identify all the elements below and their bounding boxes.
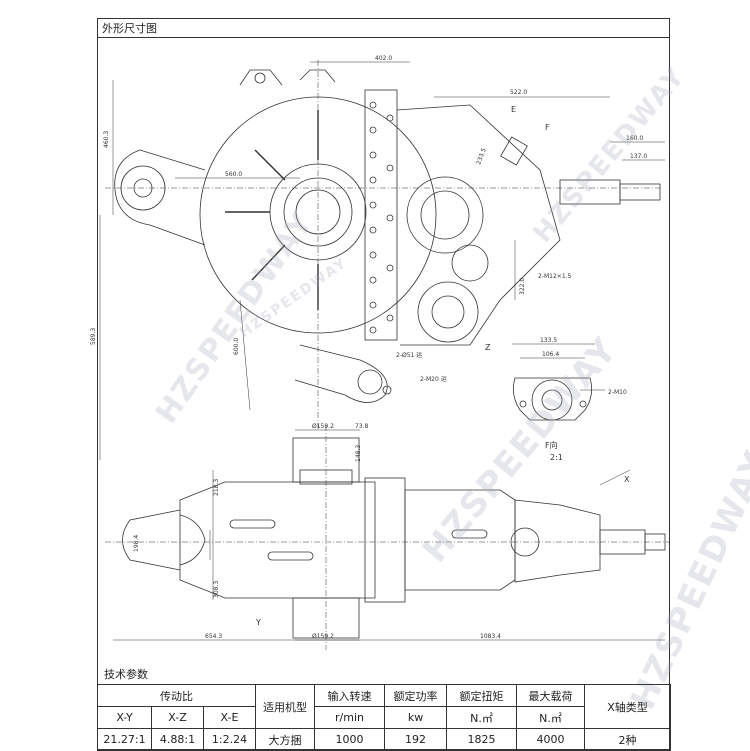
side-dims: [105, 425, 670, 650]
value-model: 大方捆: [255, 728, 316, 751]
drawing-title: 外形尺寸图: [102, 22, 157, 35]
slot-1: [229, 519, 276, 529]
lower-arm: [294, 344, 388, 403]
side-left-fork: [179, 514, 206, 566]
callout-z: Z: [485, 343, 491, 352]
dim-137: 137.0: [630, 153, 647, 160]
top-lug: [239, 69, 283, 86]
header-xe: X-E: [202, 706, 257, 729]
header-xy: X-Y: [97, 706, 152, 729]
mid-gear: [451, 244, 489, 282]
dim-738: 73.8: [355, 423, 369, 430]
dim-2183: 218.3: [213, 479, 220, 496]
output-bore-z: [431, 295, 465, 329]
specs-table: 传动比 适用机型 输入转速 额定功率 额定扭矩 最大载荷 X轴类型 X-Y X-…: [96, 684, 672, 751]
dim-1083: 1083.4: [480, 633, 501, 640]
output-flange-z: [417, 281, 479, 343]
dim-1592-bottom: Ø159.2: [312, 633, 334, 640]
value-speed: 1000: [314, 728, 386, 751]
dim-3083: 308.3: [213, 581, 220, 598]
dim-589: 589.3: [90, 328, 97, 345]
value-torque: 1825: [446, 728, 518, 751]
value-x-type: 2种: [584, 728, 672, 751]
value-power: 192: [384, 728, 448, 751]
unit-max-load: N.㎡: [516, 706, 586, 729]
dim-1335: 133.5: [540, 337, 557, 344]
value-xe: 1:2.24: [202, 728, 257, 751]
dim-233: 233.5: [475, 147, 488, 166]
dim-322: 322.0: [519, 278, 526, 295]
dim-160: 160.0: [626, 135, 643, 142]
slot-2: [267, 551, 314, 561]
side-dim-labels: Ø159.2 Ø159.2 654.3 1083.4 148.3 308.3 2…: [133, 423, 630, 640]
value-max-load: 4000: [516, 728, 586, 751]
dim-1984: 198.4: [133, 535, 140, 552]
flange-bolts: [369, 101, 394, 334]
dim-654: 654.3: [205, 633, 222, 640]
unit-speed: r/min: [314, 706, 386, 729]
top-dims: [99, 60, 665, 460]
value-xy: 21.27:1: [97, 728, 152, 751]
header-power: 额定功率: [384, 684, 448, 707]
callout-x: X: [624, 475, 630, 484]
dim-2m12: 2-M12×1.5: [538, 273, 572, 280]
dim-1064: 106.4: [542, 351, 559, 358]
side-left-arm: [122, 509, 181, 571]
header-x-type: X轴类型: [584, 684, 672, 729]
dim-560: 560.0: [225, 171, 242, 178]
dim-2m10: 2-M10: [608, 389, 627, 396]
f-flange-bore: [541, 389, 563, 411]
title-bar: 外形尺寸图: [97, 18, 670, 38]
side-bolted-flange: [364, 477, 406, 603]
callout-y: Y: [255, 618, 261, 627]
input-shaft-spline: [619, 183, 661, 201]
side-main-body: [179, 481, 376, 599]
header-torque: 额定扭矩: [446, 684, 518, 707]
header-speed: 输入转速: [314, 684, 386, 707]
dim-402: 402.0: [375, 55, 392, 62]
view-scale: 2:1: [550, 453, 563, 462]
callout-f: F: [545, 123, 550, 132]
dim-1483: 148.3: [355, 445, 362, 462]
right-housing: [396, 104, 561, 346]
header-xz: X-Z: [151, 706, 204, 729]
header-model: 适用机型: [255, 684, 316, 729]
f-flange: [512, 377, 593, 421]
bolted-flange: [364, 89, 398, 341]
value-xz: 4.88:1: [151, 728, 204, 751]
f-view: 133.5 106.4 F向 2:1: [512, 337, 595, 462]
unit-power: kw: [384, 706, 448, 729]
f-flange-ring: [531, 379, 573, 421]
side-input-hub: [514, 499, 601, 583]
specs-label: 技术参数: [104, 668, 148, 681]
f-bolt-left: [519, 400, 527, 408]
side-view: [122, 437, 666, 639]
f-bolt-right: [579, 400, 587, 408]
dim-600: 600.0: [233, 338, 240, 355]
lower-arm-eye: [357, 369, 383, 395]
dim-460: 460.3: [103, 131, 110, 148]
e-port: [500, 136, 528, 166]
top-lug-2: [299, 69, 336, 83]
top-lug-hole: [254, 72, 266, 84]
right-gear-flange: [406, 176, 484, 254]
view-f-label: F向: [545, 440, 558, 450]
dim-2m20: 2-M20 运: [420, 375, 447, 383]
dim-522: 522.0: [510, 89, 527, 96]
lower-arm-hole: [382, 385, 392, 395]
unit-torque: N.㎡: [446, 706, 518, 729]
dim-1592-top: Ø159.2: [312, 423, 334, 430]
left-arm: [114, 149, 206, 246]
callout-e: E: [511, 105, 516, 114]
dim-2d51: 2-Ø51 运: [396, 351, 422, 359]
slot-3: [451, 529, 488, 539]
header-max-load: 最大载荷: [516, 684, 586, 707]
header-ratio: 传动比: [96, 684, 257, 707]
right-gear-bore: [420, 190, 470, 240]
